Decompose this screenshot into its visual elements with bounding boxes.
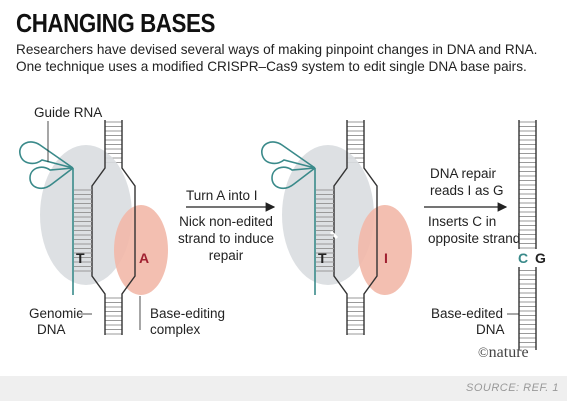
base-c: C — [518, 250, 528, 266]
step1-line1: Turn A into I — [186, 188, 258, 203]
guide-rna-hairpin-1 — [271, 166, 316, 190]
label-genomic-2: DNA — [37, 322, 66, 337]
dna-strand-right — [363, 120, 378, 335]
label-complex-2: complex — [150, 322, 201, 337]
page-title: CHANGING BASES — [16, 8, 215, 38]
deaminase-blob — [114, 205, 168, 295]
cas9-complex-blob — [282, 145, 374, 285]
dna-rungs — [519, 121, 536, 348]
label-complex-1: Base-editing — [150, 306, 225, 321]
deaminase-blob — [358, 205, 412, 295]
panel-3: C G — [517, 120, 546, 350]
dna-lower-rungs — [347, 297, 364, 335]
label-edited-1: Base-edited — [431, 306, 503, 321]
guide-rna-hairpin-2 — [19, 141, 74, 169]
step2-line2: reads I as G — [430, 183, 504, 198]
base-t: T — [76, 250, 85, 266]
label-guide-rna: Guide RNA — [34, 105, 102, 120]
base-t: T — [318, 250, 327, 266]
step2-line3: Inserts C in — [428, 214, 496, 229]
label-genomic-1: Genomic — [29, 306, 83, 321]
dna-lower-rungs — [105, 297, 122, 335]
label-edited-2: DNA — [476, 322, 505, 337]
panel-1: T A — [19, 120, 168, 335]
step2-line4: opposite strand — [428, 231, 520, 246]
cas9-complex-blob — [40, 145, 132, 285]
step2-line1: DNA repair — [430, 166, 497, 181]
page-subtitle: Researchers have devised several ways of… — [16, 42, 538, 74]
step1-line2: Nick non-edited — [179, 214, 273, 229]
base-i: I — [384, 250, 388, 266]
base-g: G — [535, 250, 546, 266]
base-pair-gap — [517, 249, 538, 267]
guide-rna-hairpin-2 — [261, 141, 316, 169]
footer-bar: SOURCE: REF. 1 — [0, 376, 567, 401]
source-note: SOURCE: REF. 1 — [466, 382, 559, 394]
nature-logo: ©nature — [478, 344, 529, 361]
base-a: A — [139, 250, 149, 266]
panel-2: T I — [261, 120, 412, 335]
step1-line3: strand to induce — [178, 231, 274, 246]
bubble-rungs — [74, 189, 92, 272]
bubble-rungs — [316, 189, 334, 272]
dna-strand-right — [121, 120, 136, 335]
guide-rna-hairpin-1 — [29, 166, 74, 190]
step1-line4: repair — [209, 248, 244, 263]
